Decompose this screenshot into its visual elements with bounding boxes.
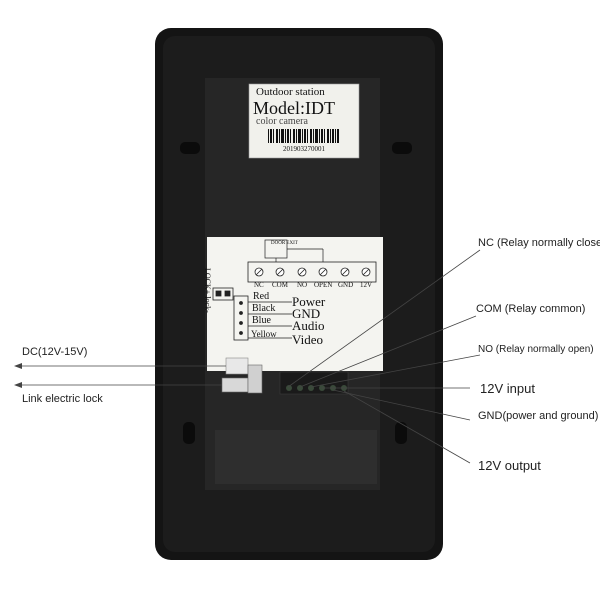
terminal-screw-slots [255, 268, 370, 276]
barcode [268, 129, 339, 143]
wire-blue-name: Blue [252, 315, 271, 326]
video-connector [247, 364, 263, 394]
mount-slot-top-left [180, 142, 200, 154]
mount-slot-bottom-left [183, 422, 195, 444]
label-color-camera: color camera [256, 116, 308, 127]
label-outdoor-station: Outdoor station [256, 86, 325, 98]
label-serial: 201903270001 [283, 145, 325, 153]
inner-lower-window [215, 430, 377, 484]
terminal-label-gnd: GND [338, 281, 354, 289]
wire-black-function: GND [292, 306, 321, 321]
wire-leads [248, 301, 292, 339]
callout-lines [18, 249, 481, 464]
lock-label: LOCK+ lock- [203, 268, 212, 313]
terminal-label-nc: NC [254, 281, 264, 289]
terminal-block [247, 261, 377, 283]
callout-12v-input: 12V input [480, 381, 535, 396]
product-label-card [248, 83, 360, 159]
mount-slot-bottom-right [395, 422, 407, 444]
terminal-label-com: COM [272, 281, 288, 289]
callout-no: NO (Relay normally open) [478, 344, 594, 355]
wire-red-function: Power [292, 294, 326, 309]
callout-nc: NC (Relay normally close) [478, 237, 600, 249]
terminal-label-12v: 12V [360, 281, 373, 289]
label-model: Model:IDT [253, 98, 335, 118]
callout-gnd: GND(power and ground) [478, 410, 599, 422]
callout-com: COM (Relay common) [476, 303, 586, 315]
wire-blue-function: Audio [292, 318, 325, 333]
arrowheads [14, 363, 22, 388]
wire-connector-icon [233, 295, 249, 341]
terminal-label-no: NO [297, 281, 308, 289]
wire-black-name: Black [252, 303, 276, 314]
wiring-label-card [207, 237, 383, 371]
callout-dc: DC(12V-15V) [22, 346, 88, 358]
wire-yellow-function: Video [292, 332, 323, 347]
wire-yellow-name: Yellow [251, 329, 277, 339]
terminal-label-open: OPEN [314, 281, 333, 289]
mount-slot-top-right [392, 142, 412, 154]
door-exit-switch-icon [264, 239, 324, 262]
callout-lock: Link electric lock [22, 393, 103, 405]
door-exit-label: DOOR EXIT [271, 241, 298, 246]
lock-connector-icon [212, 287, 234, 301]
dc-power-connector [225, 357, 249, 375]
wire-red-name: Red [253, 291, 270, 302]
callout-12v-output: 12V output [478, 458, 541, 473]
lock-connector [221, 377, 249, 393]
